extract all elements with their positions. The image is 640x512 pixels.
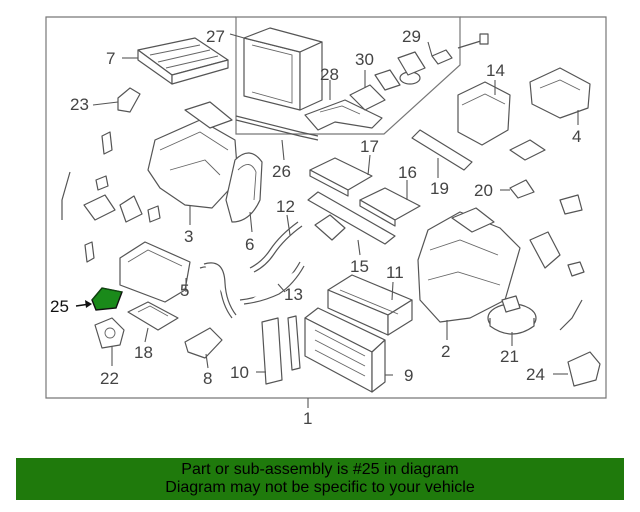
callout-labels: 7 27 30 29 28 14 23 4 17 16 19 20 26 3 6… [50, 27, 581, 428]
callout-24: 24 [526, 365, 545, 384]
callout-8: 8 [203, 369, 212, 388]
part-28-shape [304, 99, 383, 131]
part-25-arrow [75, 300, 92, 308]
callout-7: 7 [106, 49, 115, 68]
misc-left-parts [61, 131, 161, 263]
part-22-shape [94, 317, 125, 349]
part-20-shape [509, 179, 535, 199]
callout-17: 17 [360, 137, 379, 156]
part-5-shape [119, 241, 191, 303]
part-7-shape [137, 37, 229, 85]
callout-19: 19 [430, 179, 449, 198]
callout-18: 18 [134, 343, 153, 362]
misc-right-parts [509, 139, 585, 331]
callout-27: 27 [206, 27, 225, 46]
callout-4: 4 [572, 127, 581, 146]
part-11-shape [327, 274, 413, 336]
part-16-shape [359, 187, 421, 227]
inset-box [235, 16, 461, 135]
callout-29: 29 [402, 27, 421, 46]
callout-12: 12 [276, 197, 295, 216]
callout-5: 5 [180, 281, 189, 300]
callout-26: 26 [272, 162, 291, 181]
part-10-shape [261, 315, 301, 385]
callout-14: 14 [486, 61, 505, 80]
part-23-shape [117, 87, 141, 113]
part-4-shape [529, 67, 591, 119]
part-25-highlight[interactable] [91, 287, 123, 311]
callout-13: 13 [284, 285, 303, 304]
part-2-shape [417, 207, 521, 323]
callout-2: 2 [441, 342, 450, 361]
callout-9: 9 [404, 366, 413, 385]
part-15-shape [307, 191, 396, 245]
part-18-shape [127, 301, 179, 331]
callout-3: 3 [184, 227, 193, 246]
banner-line-2: Diagram may not be specific to your vehi… [165, 479, 475, 496]
callout-11: 11 [386, 263, 404, 282]
part-8-shape [184, 327, 223, 359]
part-9-shape [304, 307, 386, 393]
diagram-frame [45, 16, 607, 399]
part-6-shape [225, 152, 263, 223]
callout-30: 30 [355, 50, 374, 69]
callout-22: 22 [100, 369, 119, 388]
callout-23: 23 [70, 95, 89, 114]
callout-6: 6 [245, 235, 254, 254]
part-14-shape [457, 81, 511, 146]
callout-28: 28 [320, 65, 339, 84]
part-12-shape [249, 221, 303, 273]
callout-21: 21 [500, 347, 519, 366]
leader-lines [92, 33, 579, 408]
info-banner: Part or sub-assembly is #25 in diagram D… [16, 458, 624, 500]
callout-20: 20 [474, 181, 493, 200]
part-30-shape [349, 69, 421, 111]
callout-25: 25 [50, 297, 69, 316]
part-17-shape [309, 157, 373, 197]
part-26-shape [235, 115, 319, 141]
part-3-shape [147, 101, 239, 209]
part-29-shape [397, 33, 489, 76]
banner-line-1: Part or sub-assembly is #25 in diagram [181, 461, 459, 478]
callout-1: 1 [303, 409, 312, 428]
callout-16: 16 [398, 163, 417, 182]
part-13-shape [199, 261, 305, 319]
callout-15: 15 [350, 257, 369, 276]
part-19-shape [411, 129, 473, 171]
callout-10: 10 [230, 363, 249, 382]
part-24-shape [567, 351, 601, 387]
part-27-shape [243, 27, 323, 111]
